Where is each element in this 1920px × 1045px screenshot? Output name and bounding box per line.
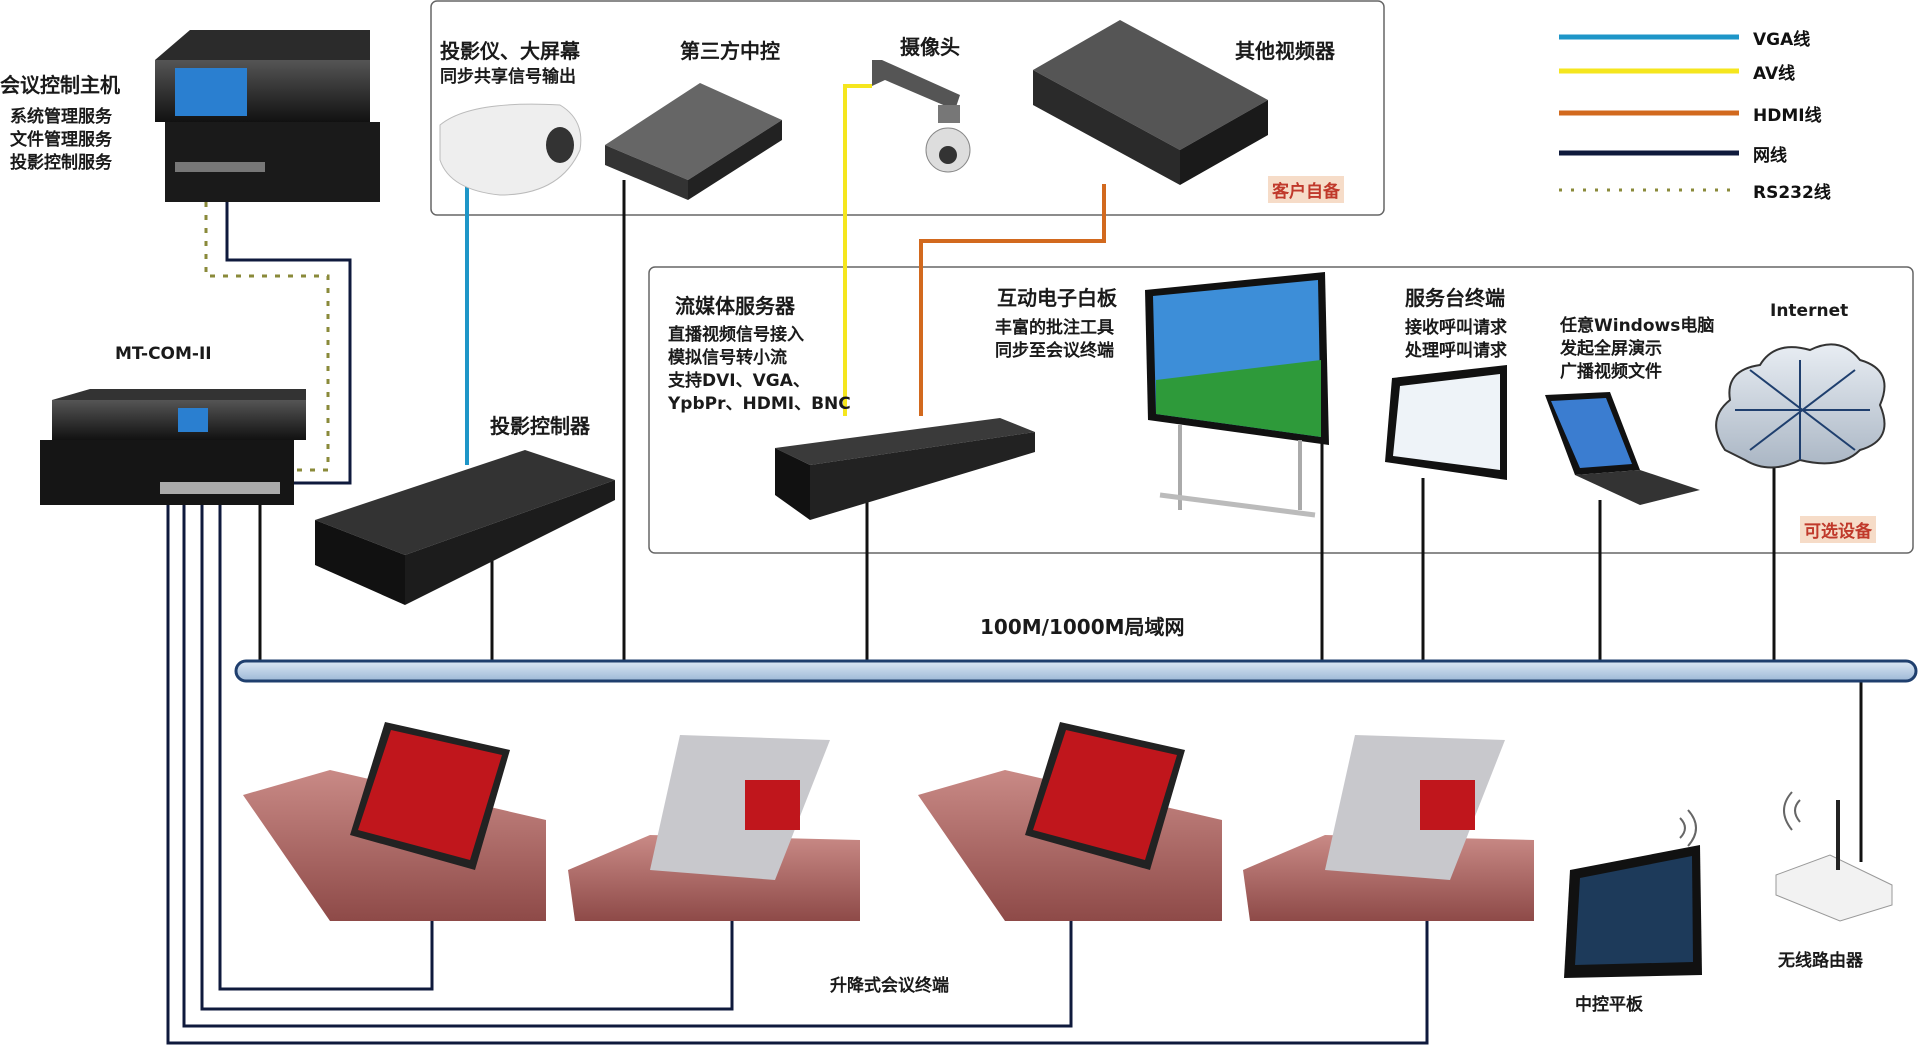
camera-title: 摄像头 <box>900 35 960 59</box>
streaming-line-4: YpbPr、HDMI、BNC <box>668 394 851 414</box>
projector-controller-title: 投影控制器 <box>490 414 590 438</box>
service-line-1: 接收呼叫请求 <box>1405 318 1507 338</box>
interactive-whiteboard-device <box>1145 272 1329 518</box>
wireless-router-device <box>1775 791 1893 922</box>
host-network-cable <box>225 202 352 485</box>
projector-device <box>439 103 582 196</box>
third-party-title: 第三方中控 <box>680 39 780 63</box>
control-tablet-device <box>1564 809 1702 978</box>
streaming-line-2: 模拟信号转小流 <box>668 348 787 368</box>
streaming-server-device <box>775 418 1035 520</box>
lan-bus <box>234 659 1918 683</box>
legend-label-network: 网线 <box>1753 146 1787 166</box>
cables <box>166 84 1863 1045</box>
lan-title: 100M/1000M局域网 <box>980 615 1185 639</box>
host-service-2: 文件管理服务 <box>10 130 112 150</box>
streaming-line-1: 直播视频信号接入 <box>668 325 804 345</box>
whiteboard-title: 互动电子白板 <box>997 286 1117 310</box>
third-party-controller-device <box>605 83 782 200</box>
host-title: 会议控制主机 <box>0 73 120 97</box>
router-title: 无线路由器 <box>1778 951 1863 971</box>
other-video-title: 其他视频器 <box>1235 39 1335 63</box>
projector-title: 投影仪、大屏幕 <box>440 39 580 63</box>
host-service-3: 投影控制服务 <box>10 153 112 173</box>
terminals-title: 升降式会议终端 <box>830 976 949 996</box>
other-video-device <box>1033 20 1268 185</box>
legend-label-rs232: RS232线 <box>1753 183 1831 203</box>
mt-com-ii-device <box>40 389 306 505</box>
terminal-1 <box>243 722 546 921</box>
tablet-title: 中控平板 <box>1575 995 1643 1015</box>
optional-equipment-box <box>648 266 1914 554</box>
lift-terminals <box>243 722 1534 921</box>
streaming-line-3: 支持DVI、VGA、 <box>668 371 810 391</box>
projector-controller-device <box>315 450 615 605</box>
windows-pc-line-1: 任意Windows电脑 <box>1560 316 1715 336</box>
host-service-1: 系统管理服务 <box>10 107 112 127</box>
camera-device <box>872 60 971 173</box>
mtcom-title: MT-COM-II <box>115 344 212 364</box>
legend-label-vga: VGA线 <box>1753 30 1811 50</box>
terminal-3 <box>918 722 1222 921</box>
service-title: 服务台终端 <box>1405 286 1505 310</box>
internet-title: Internet <box>1770 301 1849 321</box>
projector-sub: 同步共享信号输出 <box>440 67 576 87</box>
service-terminal-device <box>1385 365 1507 480</box>
terminal-4 <box>1243 735 1534 921</box>
customer-equipment-tag: 客户自备 <box>1268 176 1344 203</box>
hdmi-cable <box>919 184 1106 416</box>
streaming-title: 流媒体服务器 <box>675 294 795 318</box>
internet-cloud-icon <box>1715 343 1886 469</box>
legend-label-hdmi: HDMI线 <box>1753 106 1822 126</box>
whiteboard-line-2: 同步至会议终端 <box>995 341 1114 361</box>
rs232-cable <box>204 202 330 472</box>
customer-equipment-box <box>430 0 1385 216</box>
whiteboard-line-1: 丰富的批注工具 <box>995 318 1114 338</box>
service-line-2: 处理呼叫请求 <box>1405 341 1507 361</box>
windows-pc-line-3: 广播视频文件 <box>1560 362 1662 382</box>
laptop-device <box>1545 392 1700 505</box>
av-cable <box>843 84 872 416</box>
conference-host-device <box>155 30 380 202</box>
windows-pc-line-2: 发起全屏演示 <box>1560 339 1662 359</box>
terminal-2 <box>568 735 860 921</box>
optional-equipment-tag: 可选设备 <box>1800 516 1876 543</box>
legend-label-av: AV线 <box>1753 64 1796 84</box>
